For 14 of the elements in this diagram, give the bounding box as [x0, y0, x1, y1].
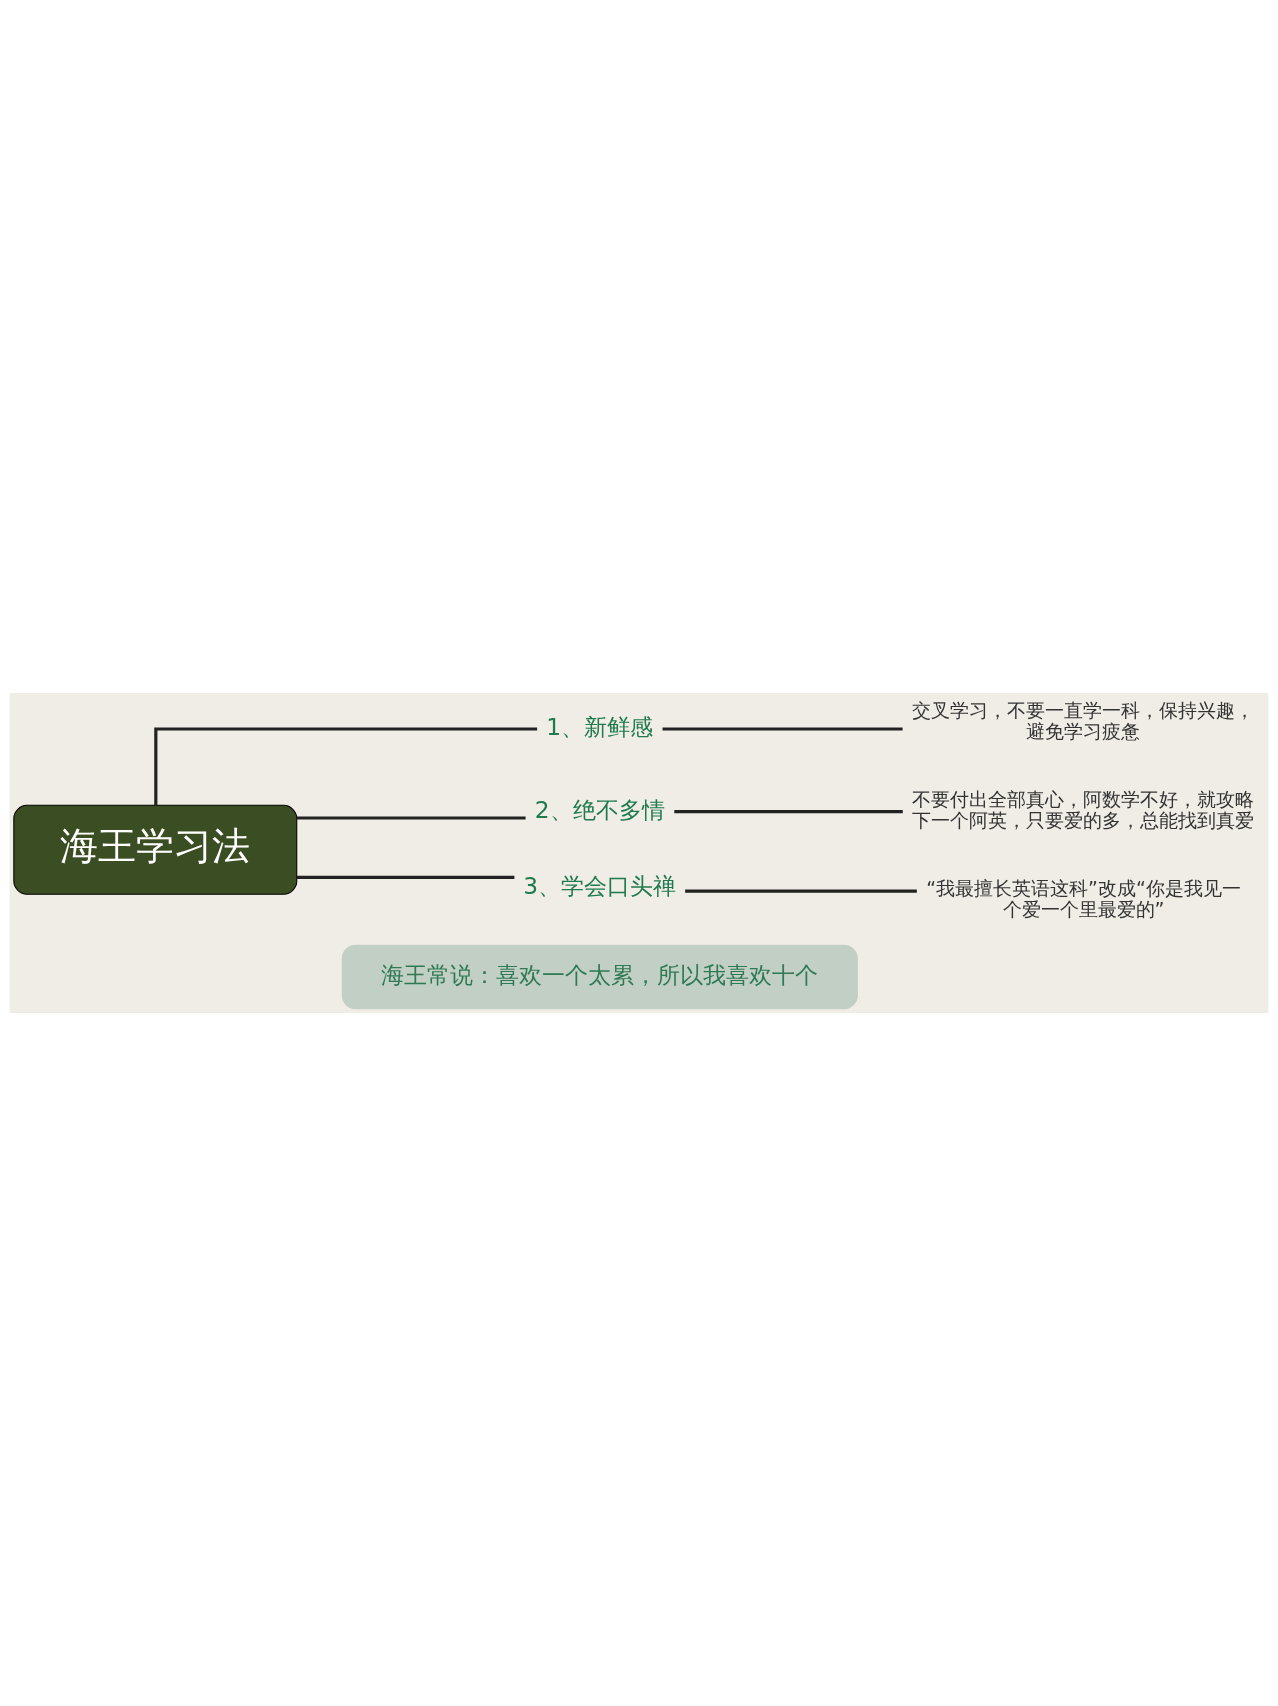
connector — [662, 727, 903, 731]
connector — [685, 889, 917, 893]
node-text: 不要付出全部真心，阿数学不好，就攻略下一个阿英，只要爱的多，总能找到真爱 — [912, 787, 1255, 831]
node-text: “我最擅长英语这科”改成“你是我见一个爱一个里最爱的” — [926, 876, 1241, 920]
node-text: 1、新鲜感 — [546, 712, 654, 740]
node-box: 海王常说：喜欢一个太累，所以我喜欢十个 — [341, 944, 858, 1010]
node-text: 交叉学习，不要一直学一科，保持兴趣，避免学习疲惫 — [912, 698, 1255, 742]
connector — [674, 810, 903, 814]
node-text: 2、绝不多情 — [534, 795, 665, 823]
connector — [296, 875, 515, 879]
connector — [154, 727, 538, 806]
node-text: 3、学会口头禅 — [523, 871, 677, 899]
connector — [296, 816, 526, 820]
node-box: 海王学习法 — [13, 804, 298, 895]
